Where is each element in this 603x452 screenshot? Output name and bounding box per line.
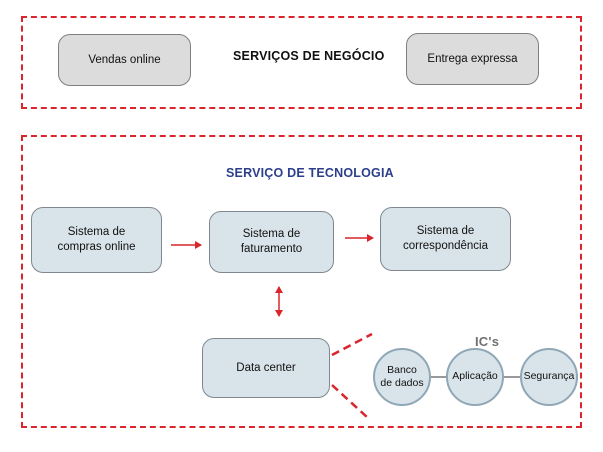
online-sales-label: Vendas online — [88, 53, 161, 66]
technology-services-container — [21, 135, 582, 428]
data-center-label: Data center — [236, 361, 296, 374]
business-services-container — [21, 16, 582, 109]
express-delivery-label: Entrega expressa — [427, 52, 518, 65]
online-purchase-system-box: Sistema de compras online — [31, 207, 162, 273]
express-delivery-box: Entrega expressa — [406, 33, 539, 85]
online-purchase-system-label: Sistema de compras online — [57, 226, 136, 253]
online-sales-box: Vendas online — [58, 34, 191, 86]
data-center-box: Data center — [202, 338, 330, 398]
business-services-title: SERVIÇOS DE NEGÓCIO — [233, 49, 385, 63]
technology-services-title: SERVIÇO DE TECNOLOGIA — [226, 166, 394, 180]
dashed-zoom-line-bottom — [331, 384, 369, 419]
dashed-zoom-line-top — [331, 332, 373, 357]
ic-application-circle: Aplicação — [446, 348, 504, 406]
ics-title: IC's — [475, 334, 500, 349]
ic-database-label: Banco de dados — [380, 363, 424, 389]
correspondence-system-box: Sistema de correspondência — [380, 207, 511, 271]
ic-security-label: Segurança — [523, 370, 575, 383]
billing-system-box: Sistema de faturamento — [209, 211, 334, 273]
correspondence-system-label: Sistema de correspondência — [402, 225, 489, 252]
ic-application-label: Aplicação — [452, 370, 498, 383]
billing-system-label: Sistema de faturamento — [240, 228, 303, 255]
ic-security-circle: Segurança — [520, 348, 578, 406]
ic-database-circle: Banco de dados — [373, 348, 431, 406]
